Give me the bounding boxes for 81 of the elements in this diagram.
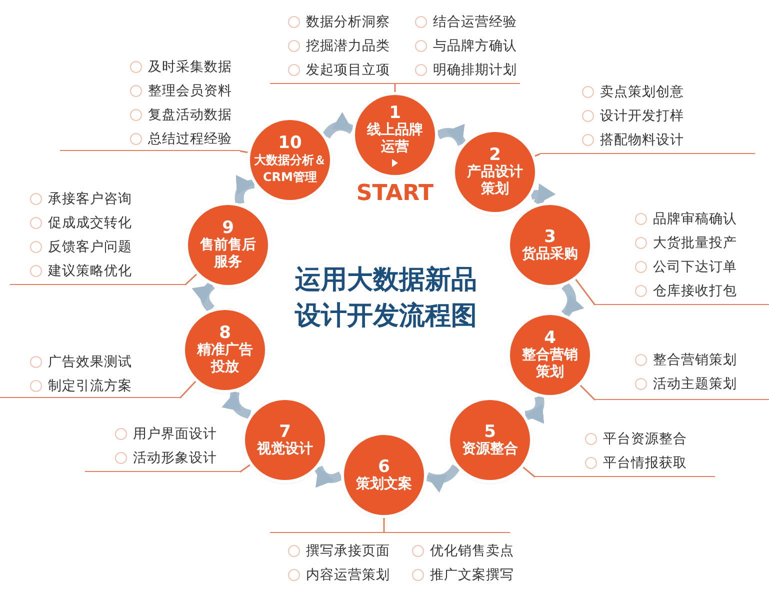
step-number: 2 xyxy=(489,146,501,164)
list-item-text: 结合运营经验 xyxy=(433,12,517,30)
list-item-text: 及时采集数据 xyxy=(148,58,232,76)
list-item-text: 明确排期计划 xyxy=(433,60,517,78)
cycle-arrow xyxy=(322,112,354,139)
step-label: 线上品牌运营 xyxy=(366,122,424,156)
list-item-text: 数据分析洞察 xyxy=(306,12,390,30)
step-label: 资源整合 xyxy=(461,440,519,458)
step-circle xyxy=(245,400,325,480)
list-item-text: 复盘活动数据 xyxy=(148,106,232,124)
list-item-text: 优化销售卖点 xyxy=(430,542,514,560)
list-item-text: 承接客户咨询 xyxy=(48,190,132,208)
list-item-text: 卖点策划创意 xyxy=(600,82,684,100)
step-circle xyxy=(510,205,590,285)
step-label: 产品设计策划 xyxy=(466,164,524,198)
step-label: 策划文案 xyxy=(355,476,413,492)
list-item-text: 内容运营策划 xyxy=(306,566,390,584)
list-item-text: 发起项目立项 xyxy=(306,60,390,78)
cycle-arrow xyxy=(314,466,344,488)
leader-line xyxy=(534,153,540,157)
step-number: 7 xyxy=(279,422,291,440)
step-label: 整合营销策划 xyxy=(521,347,579,381)
step-number: 8 xyxy=(219,324,231,342)
step-label: 大数据分析＆CRM管理 xyxy=(253,152,327,186)
step-label: 精准广告投放 xyxy=(196,342,254,376)
step-number: 9 xyxy=(222,219,234,237)
list-item-text: 品牌审稿确认 xyxy=(653,210,737,228)
list-item-text: 总结过程经验 xyxy=(148,130,232,148)
list-item-text: 整合营销策划 xyxy=(653,351,737,369)
cycle-arrow xyxy=(530,183,556,206)
cycle-arrow xyxy=(524,395,544,423)
step-circle xyxy=(455,132,535,212)
list-item-text: 建议策略优化 xyxy=(48,262,132,280)
leader-line xyxy=(522,466,536,478)
leader-line xyxy=(383,518,385,532)
step-circle xyxy=(250,120,330,200)
list-item-text: 公司下达订单 xyxy=(653,258,737,276)
cycle-arrow xyxy=(234,176,255,204)
step-circle xyxy=(510,315,590,395)
list-item-text: 与品牌方确认 xyxy=(433,36,517,54)
title: 运用大数据新品设计开发流程图 xyxy=(294,264,478,333)
cycle-arrow xyxy=(192,282,216,312)
list-item-text: 平台情报获取 xyxy=(603,454,687,472)
list-item-text: 推广文案撰写 xyxy=(430,566,514,584)
step-number: 3 xyxy=(544,228,556,246)
list-item-text: 制定引流方案 xyxy=(48,376,132,394)
list-item-text: 整理会员资料 xyxy=(148,82,232,100)
leader-line xyxy=(179,380,196,399)
list-item-text: 撰写承接页面 xyxy=(306,542,390,560)
leader-line xyxy=(240,150,248,154)
step-number: 10 xyxy=(278,134,302,152)
cycle-arrow xyxy=(561,282,584,318)
step-circle xyxy=(450,400,530,480)
start-label: START xyxy=(356,181,434,206)
list-item-text: 仓库接收打包 xyxy=(653,282,737,300)
list-item-text: 广告效果测试 xyxy=(48,352,132,370)
cycle-arrow xyxy=(222,391,252,419)
leader-line xyxy=(184,274,198,286)
step-label: 货品采购 xyxy=(521,246,579,262)
step-label: 售前售后服务 xyxy=(199,237,257,271)
list-item-text: 平台资源整合 xyxy=(603,430,687,448)
cycle-arrow xyxy=(425,464,460,492)
step-number: 4 xyxy=(544,329,556,347)
leader-line xyxy=(575,278,596,306)
list-item-text: 设计开发打样 xyxy=(600,106,684,124)
step-number: 1 xyxy=(389,104,401,122)
list-item-text: 大货批量投产 xyxy=(653,234,737,252)
leader-line xyxy=(394,84,396,92)
leader-line xyxy=(240,464,250,473)
list-item-text: 挖掘潜力品类 xyxy=(306,36,390,54)
list-item-text: 反馈客户问题 xyxy=(48,238,132,256)
leader-line xyxy=(580,384,596,401)
list-item-text: 促成成交转化 xyxy=(48,214,132,232)
step-number: 5 xyxy=(484,422,496,440)
list-item-text: 搭配物料设计 xyxy=(600,130,684,148)
step-number: 6 xyxy=(378,458,390,476)
step-label: 视觉设计 xyxy=(256,440,314,458)
list-item-text: 活动形象设计 xyxy=(133,448,217,466)
cycle-arrow xyxy=(436,124,466,146)
list-item-text: 活动主题策划 xyxy=(653,375,737,393)
list-item-text: 用户界面设计 xyxy=(133,424,217,442)
